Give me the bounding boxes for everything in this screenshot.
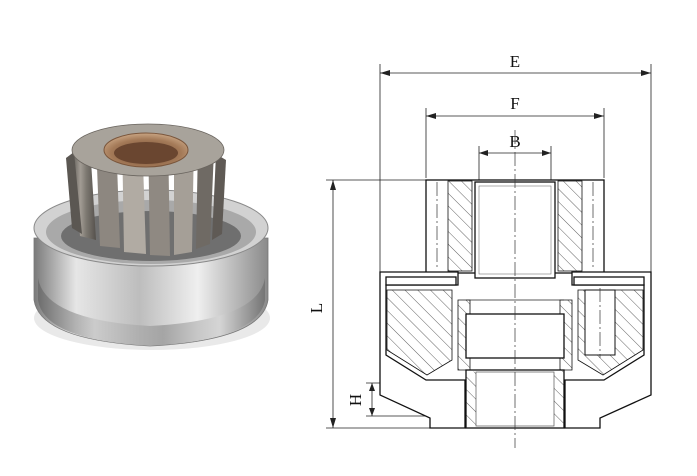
dimension-f: F (425, 94, 605, 178)
bushing-bore (114, 142, 178, 164)
technical-drawing: E F B L (307, 52, 652, 448)
dimension-h: H (346, 382, 432, 417)
dimension-l: L (307, 179, 430, 429)
housing-section (379, 271, 652, 429)
pinion-photo (33, 123, 270, 350)
label-e: E (510, 52, 520, 71)
label-h: H (346, 394, 365, 406)
housing-band (38, 278, 265, 346)
label-l: L (307, 303, 326, 313)
dimension-e: E (379, 52, 652, 290)
label-f: F (510, 94, 519, 113)
